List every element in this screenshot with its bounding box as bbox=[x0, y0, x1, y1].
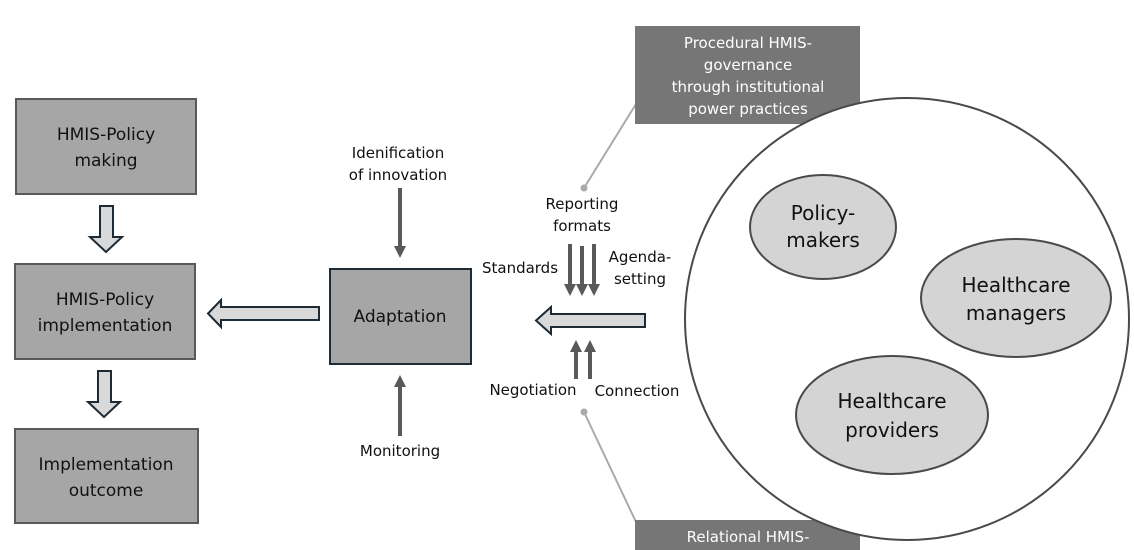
svg-text:implementation: implementation bbox=[38, 316, 173, 336]
svg-text:Adaptation: Adaptation bbox=[354, 307, 447, 327]
svg-text:Procedural HMIS-: Procedural HMIS- bbox=[684, 34, 812, 52]
svg-text:outcome: outcome bbox=[69, 481, 144, 501]
label-connection: Connection bbox=[595, 382, 680, 400]
svg-text:formats: formats bbox=[553, 217, 611, 235]
label-identification: Idenification bbox=[352, 144, 444, 162]
svg-text:makers: makers bbox=[786, 228, 860, 252]
down-arrow-2 bbox=[85, 370, 123, 419]
svg-text:Relational HMIS-: Relational HMIS- bbox=[687, 528, 810, 546]
actor-healthcare-managers: Healthcare managers bbox=[920, 238, 1112, 358]
left-arrow-to-adaptation bbox=[534, 304, 646, 337]
svg-text:making: making bbox=[74, 151, 137, 171]
box-implementation-outcome: Implementation outcome bbox=[14, 428, 199, 524]
svg-text:Healthcare: Healthcare bbox=[837, 389, 946, 413]
svg-text:Policy-: Policy- bbox=[791, 201, 855, 225]
label-negotiation: Negotiation bbox=[489, 381, 576, 399]
arrows-up-influences bbox=[570, 340, 596, 379]
svg-text:Healthcare: Healthcare bbox=[961, 273, 1070, 297]
label-reporting-formats: Reporting bbox=[546, 195, 619, 213]
svg-text:power practices: power practices bbox=[688, 100, 808, 118]
svg-text:setting: setting bbox=[614, 270, 666, 288]
svg-text:through institutional: through institutional bbox=[672, 78, 825, 96]
svg-text:HMIS-Policy: HMIS-Policy bbox=[56, 290, 154, 310]
down-arrow-1 bbox=[87, 205, 125, 254]
callout-relational: Relational HMIS- bbox=[580, 408, 860, 550]
svg-text:governance: governance bbox=[704, 56, 792, 74]
svg-text:HMIS-Policy: HMIS-Policy bbox=[57, 125, 155, 145]
callout-procedural: Procedural HMIS- governance through inst… bbox=[580, 26, 860, 192]
box-adaptation: Adaptation bbox=[329, 268, 472, 365]
actor-policy-makers: Policy- makers bbox=[749, 174, 897, 280]
svg-text:of innovation: of innovation bbox=[349, 166, 447, 184]
svg-text:providers: providers bbox=[845, 418, 939, 442]
arrows-down-influences bbox=[564, 244, 600, 296]
left-arrow-to-implementation bbox=[206, 297, 320, 330]
label-monitoring: Monitoring bbox=[360, 442, 440, 460]
label-agenda-setting: Agenda- bbox=[609, 248, 672, 266]
label-standards: Standards bbox=[482, 259, 558, 277]
svg-text:Implementation: Implementation bbox=[39, 455, 174, 475]
arrow-identification bbox=[394, 188, 406, 258]
box-policy-implementation: HMIS-Policy implementation bbox=[14, 263, 196, 360]
arrow-monitoring bbox=[394, 375, 406, 436]
svg-text:managers: managers bbox=[966, 301, 1066, 325]
box-policy-making: HMIS-Policy making bbox=[15, 98, 197, 195]
actor-healthcare-providers: Healthcare providers bbox=[795, 355, 989, 475]
